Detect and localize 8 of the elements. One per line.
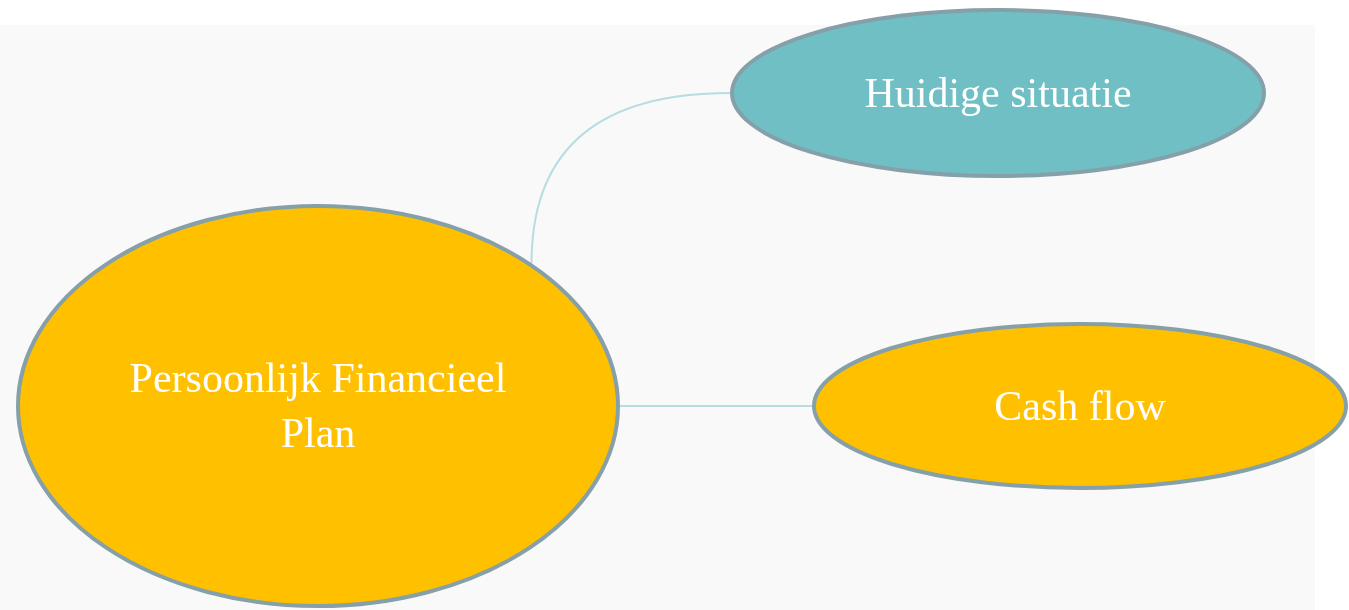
node-label: Huidige situatie <box>864 68 1132 118</box>
connector-line <box>619 405 813 407</box>
ellipse-node <box>812 322 1348 490</box>
ellipse-node <box>16 204 620 608</box>
ellipse-node <box>730 8 1266 178</box>
node-label: Persoonlijk Financieel Plan <box>128 354 508 458</box>
connector-line <box>530 92 731 265</box>
node-label: Cash flow <box>994 381 1166 431</box>
